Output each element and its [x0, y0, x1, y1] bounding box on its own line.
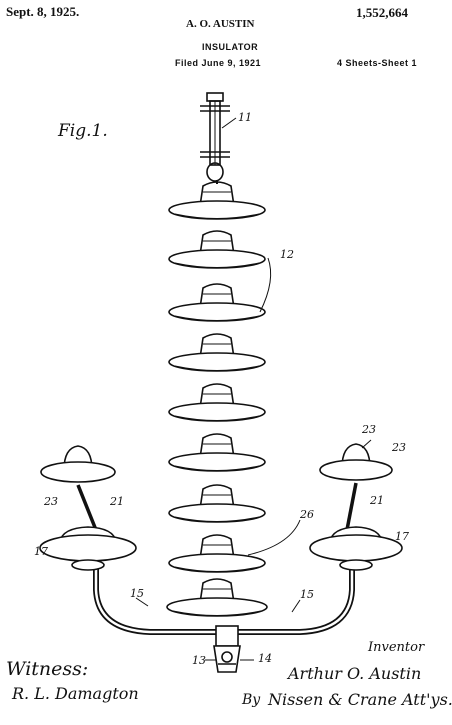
- insulator-disc: [168, 200, 266, 220]
- insulator-disc: [168, 249, 266, 269]
- by-label: By: [242, 692, 261, 708]
- insulator-disc: [168, 302, 266, 322]
- ref-17-left: 17: [34, 545, 48, 558]
- insulator-disc: [166, 597, 268, 617]
- top-hanger-bolt: [200, 92, 230, 182]
- figure-label: Fig.1.: [58, 121, 108, 141]
- insulator-cap: [199, 333, 235, 359]
- insulator-disc: [168, 553, 266, 573]
- ref-15-left: 15: [130, 587, 144, 600]
- insulator-disc: [168, 402, 266, 422]
- insulator-cap: [199, 181, 235, 207]
- inventor-name: A. O. AUSTIN: [186, 18, 255, 30]
- insulator-disc: [168, 503, 266, 523]
- right-horn-arm-inner: [232, 565, 354, 634]
- ref-12: 12: [280, 248, 294, 261]
- sheet-count: 4 Sheets-Sheet 1: [337, 58, 418, 68]
- ref-23-top: 23: [362, 423, 376, 436]
- insulator-cap: [199, 484, 235, 510]
- inventor-label: Inventor: [368, 640, 425, 655]
- ref-21-left: 21: [110, 495, 124, 508]
- witness-label: Witness:: [6, 658, 89, 680]
- left-grading-shield: [39, 445, 137, 571]
- inventor-signature: Arthur O. Austin: [288, 664, 422, 683]
- left-horn-arm-inner: [94, 565, 222, 634]
- witness-signature: R. L. Damagton: [12, 684, 139, 703]
- insulator-cap: [199, 383, 235, 409]
- filed-date: Filed June 9, 1921: [175, 58, 262, 68]
- insulator-cap: [199, 283, 235, 309]
- ref-26: 26: [300, 508, 314, 521]
- ref-23-left: 23: [44, 495, 58, 508]
- insulator-disc: [168, 352, 266, 372]
- ref-17-right: 17: [395, 530, 409, 543]
- ref-23-right: 23: [392, 441, 406, 454]
- insulator-cap: [199, 433, 235, 459]
- insulator-string: [166, 180, 268, 617]
- ref-11: 11: [238, 111, 252, 124]
- right-grading-shield: [309, 443, 403, 571]
- patent-number: 1,552,664: [356, 5, 408, 20]
- ref-13: 13: [192, 654, 206, 667]
- ref-14: 14: [258, 652, 272, 665]
- patent-subject: INSULATOR: [202, 42, 259, 52]
- bottom-clamp: [213, 625, 241, 673]
- ref-21-right: 21: [370, 494, 384, 507]
- patent-date: Sept. 8, 1925.: [6, 4, 80, 19]
- insulator-cap: [199, 230, 235, 256]
- attorney-signature: Nissen & Crane Att'ys.: [268, 690, 452, 709]
- ref-15-right: 15: [300, 588, 314, 601]
- insulator-disc: [168, 452, 266, 472]
- insulator-cap: [199, 578, 235, 604]
- insulator-cap: [199, 534, 235, 560]
